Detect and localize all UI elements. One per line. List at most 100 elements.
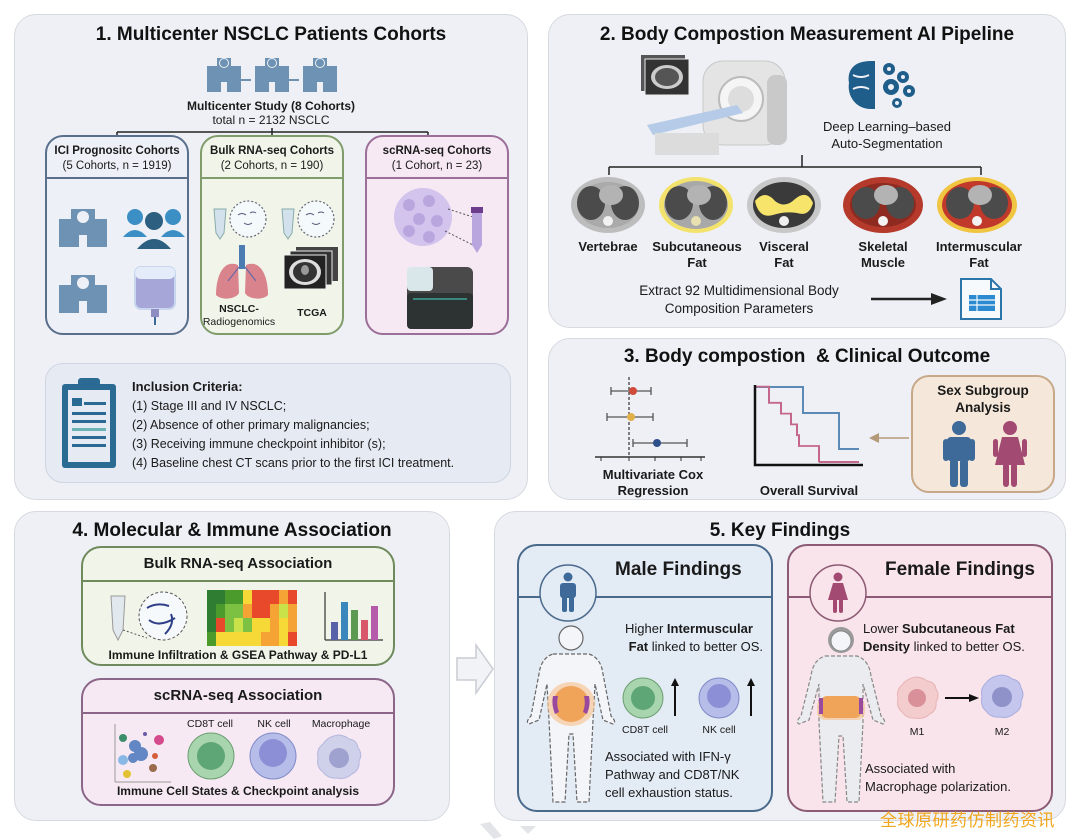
heatmap-cell bbox=[216, 632, 225, 646]
forest-point-3 bbox=[653, 439, 661, 447]
heatmap-cell bbox=[207, 632, 216, 646]
cell-sample-icon bbox=[394, 188, 483, 253]
umap-plot-icon bbox=[114, 724, 171, 783]
ct-slice-skeletal-muscle bbox=[843, 177, 923, 233]
ct-scanner-icon bbox=[641, 55, 787, 155]
heatmap-cell bbox=[243, 604, 252, 618]
nk-cell-label: NK cell bbox=[257, 718, 291, 730]
os-label: Overall Survival bbox=[759, 483, 859, 498]
heatmap-cell bbox=[252, 590, 261, 604]
finding-post: linked to better OS. bbox=[648, 639, 764, 654]
heatmap-cell bbox=[225, 604, 234, 618]
heatmap-cell bbox=[279, 590, 288, 604]
sc-cohort-title: scRNA-seq Cohorts bbox=[382, 145, 492, 157]
ct-slice-subcutaneous-fat bbox=[659, 177, 733, 233]
heatmap-cell bbox=[288, 604, 297, 618]
male-assoc-line: Pathway and CD8T/NK bbox=[605, 767, 740, 782]
nsclc-label: NSCLC- bbox=[219, 303, 259, 315]
section-5-title: 5. Key Findings bbox=[709, 520, 851, 541]
male-body-outline-icon bbox=[526, 625, 616, 803]
finding-pre: Lower bbox=[863, 621, 903, 636]
heatmap-cell bbox=[261, 618, 270, 632]
lungs-icon bbox=[216, 245, 268, 299]
heatmap-cell bbox=[216, 604, 225, 618]
cd8t-cell-icon bbox=[187, 732, 235, 780]
heatmap-cell bbox=[252, 618, 261, 632]
macrophage-icon bbox=[317, 734, 362, 779]
heatmap-cell bbox=[279, 618, 288, 632]
segmentation-connector bbox=[608, 155, 982, 175]
heatmap-cell bbox=[288, 618, 297, 632]
sc-cohort-subtitle: (1 Cohort, n = 23) bbox=[391, 160, 483, 172]
finding-post: linked to better OS. bbox=[909, 639, 1025, 654]
forest-plot bbox=[595, 377, 705, 461]
bulk-association-title: Bulk RNA-seq Association bbox=[83, 548, 393, 582]
male-findings-box: Male Findings Higher Intermuscular Fat l… bbox=[517, 544, 773, 812]
cox-label-line1: Multivariate Cox bbox=[602, 467, 704, 482]
section-1-title: 1. Multicenter NSCLC Patients Cohorts bbox=[95, 24, 447, 45]
female-body-outline-icon bbox=[796, 627, 886, 803]
hospital-network-icon bbox=[207, 58, 337, 92]
male-assoc-line: Associated with IFN-γ bbox=[605, 749, 731, 764]
heatmap-cell bbox=[216, 618, 225, 632]
heatmap-cell bbox=[243, 632, 252, 646]
section-5-panel: 5. Key Findings Male Findings Higher Int… bbox=[494, 511, 1066, 821]
sc-association-caption: Immune Cell States & Checkpoint analysis bbox=[116, 784, 360, 798]
heatmap-cell bbox=[288, 632, 297, 646]
heatmap-cell bbox=[207, 618, 216, 632]
nk-cell-icon bbox=[249, 732, 297, 780]
clipboard-icon bbox=[62, 378, 116, 468]
heatmap-cell bbox=[225, 590, 234, 604]
male-cd8t-label: CD8T cell bbox=[622, 724, 668, 736]
sex-subgroup-box: Sex Subgroup Analysis bbox=[911, 375, 1055, 493]
inclusion-criteria-box: Inclusion Criteria: (1) Stage III and IV… bbox=[45, 363, 511, 483]
survival-line-male bbox=[755, 386, 859, 450]
heatmap-cell bbox=[288, 590, 297, 604]
dl-label-line2: Auto-Segmentation bbox=[831, 136, 943, 151]
heatmap-cell bbox=[243, 618, 252, 632]
bulk-association-box: Bulk RNA-seq Association Immune Infiltra… bbox=[81, 546, 395, 666]
male-finding-text: Higher Intermuscular Fat linked to bette… bbox=[625, 620, 775, 656]
section-2-title: 2. Body Compostion Measurement AI Pipeli… bbox=[599, 24, 1015, 45]
bulk-association-caption: Immune Infiltration & GSEA Pathway & PD-… bbox=[108, 648, 368, 662]
sc-association-title: scRNA-seq Association bbox=[83, 680, 393, 714]
extract-label-line1: Extract 92 Multidimensional Body bbox=[639, 283, 839, 298]
sc-association-box: scRNA-seq Association CD8T cell NK cell … bbox=[81, 678, 395, 806]
flow-arrow-icon bbox=[456, 642, 494, 696]
finding-bold: Intermuscular bbox=[666, 621, 753, 636]
tissue-label-line2: Fat bbox=[687, 255, 707, 270]
decorative-arrow-icon bbox=[480, 822, 536, 839]
rna-tube-icon-2 bbox=[281, 200, 335, 240]
bar-chart-icon bbox=[324, 592, 383, 641]
section-2-panel: 2. Body Compostion Measurement AI Pipeli… bbox=[548, 14, 1066, 328]
criteria-title: Inclusion Criteria: bbox=[132, 379, 243, 394]
ct-slice-intermuscular-fat bbox=[937, 177, 1017, 233]
polarization-arrow-icon bbox=[945, 694, 979, 702]
ici-cohort-subtitle: (5 Cohorts, n = 1919) bbox=[62, 160, 172, 172]
heatmap-cell bbox=[270, 618, 279, 632]
m2-macrophage-icon bbox=[981, 674, 1024, 718]
finding-bold: Subcutaneous Fat bbox=[902, 621, 1015, 636]
tissue-label-visceral-fat: Visceral Fat bbox=[741, 239, 827, 271]
arrow-right-icon bbox=[871, 293, 947, 305]
heatmap-cell bbox=[261, 632, 270, 646]
hospital-icon bbox=[59, 209, 107, 247]
arrow-left-icon bbox=[869, 433, 909, 443]
female-findings-title: Female Findings bbox=[885, 559, 1035, 580]
female-assoc-line: Associated with bbox=[865, 761, 956, 776]
tissue-label-line1: Vertebrae bbox=[578, 239, 638, 254]
cox-label-line2: Regression bbox=[617, 483, 689, 498]
forest-point-1 bbox=[629, 387, 637, 395]
ici-cohort-box: ICI Prognositc Cohorts (5 Cohorts, n = 1… bbox=[45, 135, 189, 335]
tissue-label-line2: Muscle bbox=[860, 255, 906, 270]
bulk-cohort-title: Bulk RNA-seq Cohorts bbox=[210, 145, 334, 157]
heatmap-cell bbox=[225, 618, 234, 632]
female-badge-icon bbox=[809, 564, 867, 622]
tissue-label-line2: Fat bbox=[969, 255, 989, 270]
heatmap-cell bbox=[252, 632, 261, 646]
criteria-item: (4) Baseline chest CT scans prior to the… bbox=[132, 456, 455, 470]
tissue-label-line1: Subcutaneous bbox=[652, 239, 742, 254]
nk-cell-up-icon bbox=[698, 677, 755, 719]
ici-cohort-title: ICI Prognositc Cohorts bbox=[54, 145, 180, 157]
female-header-divider bbox=[789, 596, 1051, 598]
